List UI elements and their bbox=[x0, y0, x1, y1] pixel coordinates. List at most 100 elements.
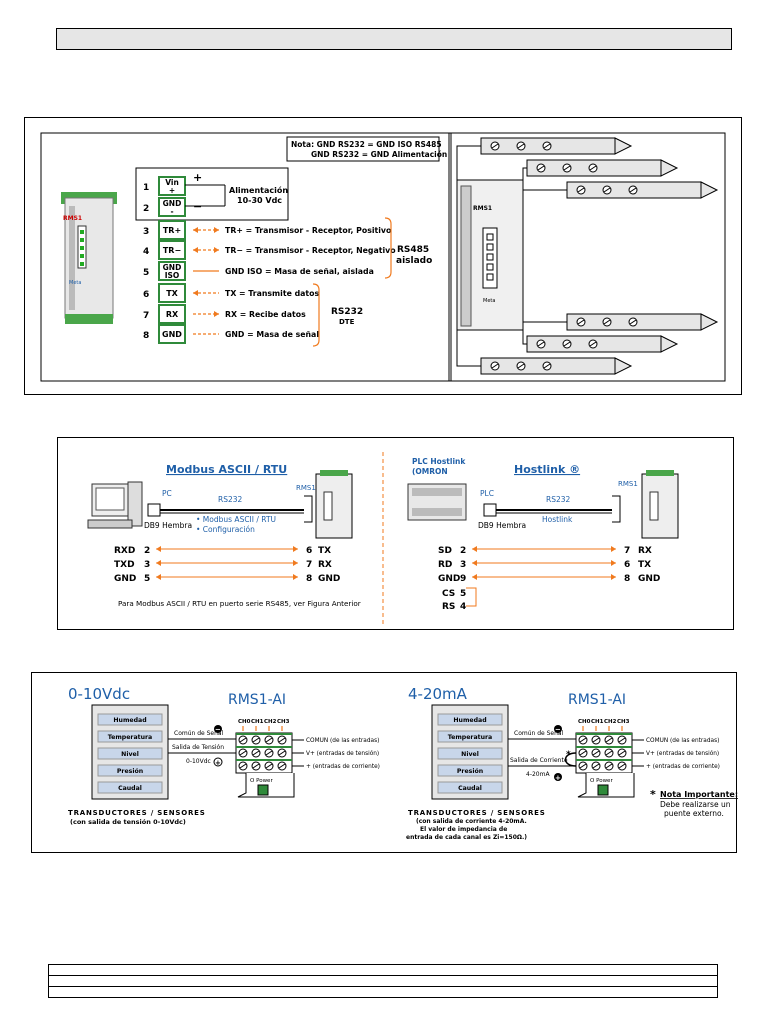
pc-icon bbox=[87, 481, 143, 529]
pin-right-label: GND bbox=[318, 574, 340, 584]
footer-row-3 bbox=[48, 986, 718, 998]
screw-slot bbox=[579, 737, 587, 743]
signal-label: Salida de Tensión bbox=[172, 744, 224, 751]
desc-text-2: GND ISO = Masa de señal, aislada bbox=[225, 267, 374, 276]
sensor-name: Temperatura bbox=[448, 734, 492, 741]
terminal-box-2 bbox=[158, 197, 186, 217]
screw-slot bbox=[239, 763, 247, 769]
row-label: V+ (entradas de tensión) bbox=[646, 750, 719, 757]
signal-range: 0-10Vdc bbox=[186, 758, 211, 765]
sensor-wire-5 bbox=[456, 314, 481, 367]
plc-label: PLC bbox=[480, 489, 494, 498]
screw-slot bbox=[605, 750, 613, 756]
sensor-tag bbox=[437, 730, 503, 743]
screw-slot bbox=[239, 737, 247, 743]
row-label: + (entradas de corriente) bbox=[306, 764, 380, 770]
pin-right-num: 8 bbox=[624, 574, 630, 584]
screw-slot bbox=[252, 763, 260, 769]
sensor-name: Nivel bbox=[121, 751, 139, 758]
rms1-small-right bbox=[641, 470, 679, 539]
pin-right-label: RX bbox=[638, 546, 652, 556]
rs232-sub: DTE bbox=[339, 318, 355, 326]
caption2: (con salida de corriente 4-20mA. bbox=[416, 818, 527, 825]
terminal-box-5 bbox=[158, 261, 186, 281]
signal-label: Salida de Corriente bbox=[510, 757, 568, 764]
row-label: COMUN (de las entradas) bbox=[306, 738, 379, 744]
screw-slot bbox=[592, 750, 600, 756]
svg-text:Meta: Meta bbox=[483, 298, 495, 304]
rms1-device-large: RMS1 Meta bbox=[456, 179, 524, 331]
rms1-label: RMS1 bbox=[296, 484, 316, 492]
terminal-num-6: 6 bbox=[143, 290, 149, 300]
screw-slot bbox=[517, 363, 525, 369]
analog-diagram: 0-10VdcHumedadTemperaturaNivelPresiónCau… bbox=[68, 685, 738, 841]
rs232-label: RS232 bbox=[218, 495, 243, 504]
arrow-right-0 bbox=[214, 227, 219, 233]
hostlink-label: Hostlink bbox=[542, 515, 573, 524]
channel-label: CH2 bbox=[264, 719, 277, 725]
power-led bbox=[257, 784, 269, 796]
terminal-sub-1: + bbox=[169, 186, 175, 195]
sensor-tip-3 bbox=[700, 313, 719, 331]
terminal-sub-2: - bbox=[170, 207, 173, 216]
pin-left-label: TXD bbox=[114, 560, 135, 570]
pin-right-num: 8 bbox=[306, 574, 312, 584]
jumper-wire bbox=[564, 752, 577, 767]
terminal-box-1 bbox=[158, 176, 186, 196]
screw-slot bbox=[537, 341, 545, 347]
note-line2: GND RS232 = GND Alimentación bbox=[311, 150, 447, 159]
jumper-star: * bbox=[566, 750, 571, 760]
plus-sign: + bbox=[215, 759, 221, 767]
minus-sign: − bbox=[215, 726, 221, 734]
terminal-sub-5: ISO bbox=[165, 271, 180, 280]
pin-arrow-right bbox=[611, 560, 616, 566]
rs485-label: RS485 bbox=[397, 245, 429, 255]
row-label: V+ (entradas de tensión) bbox=[306, 750, 379, 757]
screw-slot bbox=[592, 737, 600, 743]
pin-right-label: TX bbox=[318, 546, 331, 556]
terminal-num-4: 4 bbox=[143, 247, 149, 257]
channel-label: CH1 bbox=[251, 719, 264, 725]
power-label: Alimentación bbox=[229, 185, 288, 195]
cs-label: RS bbox=[442, 602, 455, 612]
screw-slot bbox=[491, 143, 499, 149]
desc-text-4: RX = Recibe datos bbox=[225, 310, 306, 319]
pin-left-num: 2 bbox=[144, 546, 150, 556]
db9-label-r: DB9 Hembra bbox=[478, 521, 526, 530]
power-sub: 10-30 Vdc bbox=[237, 196, 282, 205]
screw-slot bbox=[605, 763, 613, 769]
pin-left-label: GND bbox=[114, 574, 136, 584]
screw-slot bbox=[563, 165, 571, 171]
bullet-modbus: • Modbus ASCII / RTU bbox=[196, 515, 276, 524]
row-label: + (entradas de corriente) bbox=[646, 764, 720, 770]
pin-arrow-right bbox=[293, 560, 298, 566]
row-label: COMUN (de las entradas) bbox=[646, 738, 719, 744]
pin-left-num: 3 bbox=[460, 560, 466, 570]
channel-label: CH1 bbox=[591, 719, 604, 725]
hostlink-title: Hostlink ® bbox=[514, 463, 580, 476]
channel-label: CH3 bbox=[277, 719, 290, 725]
terminal-box-7 bbox=[158, 304, 186, 324]
pin-left-label: SD bbox=[438, 546, 452, 556]
arrow-left-3 bbox=[193, 290, 198, 296]
sensor-tip-4 bbox=[660, 335, 679, 353]
important-l1: Debe realizarse un bbox=[660, 800, 731, 809]
pin-arrow-left bbox=[472, 546, 477, 552]
pin-left-num: 2 bbox=[460, 546, 466, 556]
svg-text:RMS1: RMS1 bbox=[63, 215, 82, 222]
screw-slot bbox=[252, 750, 260, 756]
sensor-name: Presión bbox=[117, 767, 143, 775]
plus-icon bbox=[554, 773, 562, 781]
power-label: O Power bbox=[250, 778, 273, 784]
caption1: TRANSDUCTORES / SENSORES bbox=[68, 809, 206, 817]
pin-left-num: 3 bbox=[144, 560, 150, 570]
channel-label: CH2 bbox=[604, 719, 617, 725]
screw-slot bbox=[278, 737, 286, 743]
terminal-label-8: GND bbox=[162, 330, 182, 339]
terminal-label-3: TR+ bbox=[163, 226, 181, 235]
sensor-tag bbox=[437, 764, 503, 777]
comun-label: Común de Señal bbox=[174, 730, 224, 737]
rs232-label-r: RS232 bbox=[546, 495, 571, 504]
wiring-diagram: Nota: GND RS232 = GND ISO RS485 GND RS23… bbox=[40, 132, 726, 382]
terminal-box-4 bbox=[158, 240, 186, 260]
